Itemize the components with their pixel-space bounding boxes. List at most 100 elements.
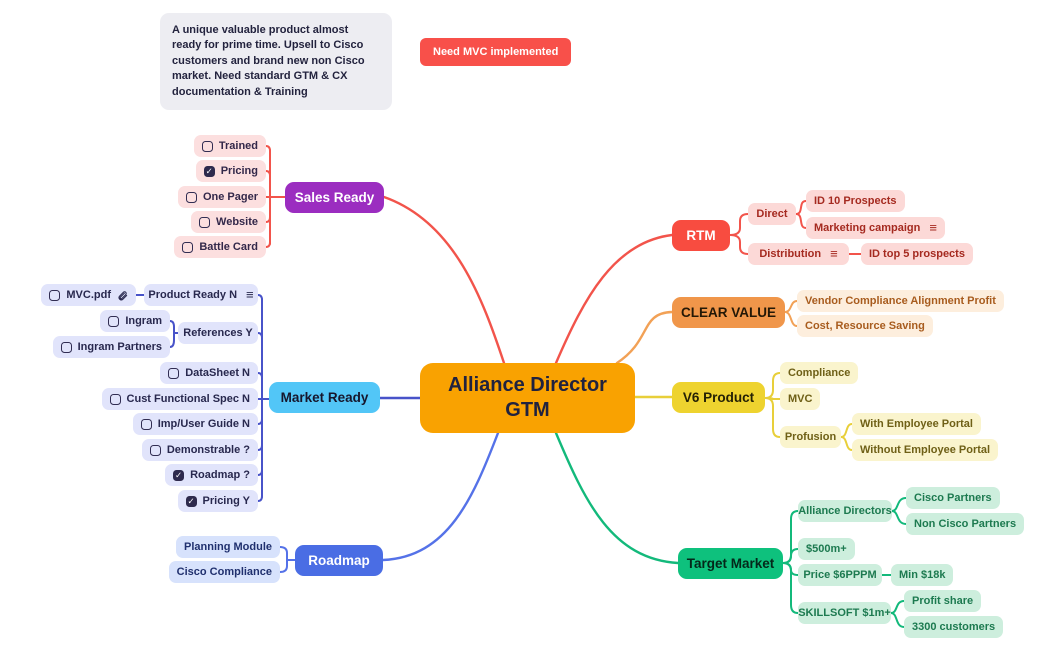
branch-roadmap[interactable]: Roadmap: [295, 545, 383, 576]
central-topic[interactable]: Alliance Director GTM: [420, 363, 635, 433]
checkbox-icon[interactable]: [109, 393, 121, 405]
edges-green: [554, 431, 907, 628]
node-label: Profusion: [784, 431, 837, 443]
node-label: References Y: [183, 327, 253, 339]
node-id-top-5-prospects[interactable]: ID top 5 prospects: [861, 243, 973, 265]
node-without-employee-portal[interactable]: Without Employee Portal: [852, 439, 999, 461]
node-skillsoft-1m[interactable]: SKILLSOFT $1m+: [798, 602, 891, 624]
notes-icon: [246, 288, 254, 302]
node-marketing-campaign[interactable]: Marketing campaign: [806, 217, 945, 239]
node-label: Compliance: [788, 367, 851, 379]
node-label: Planning Module: [184, 541, 272, 553]
node-datasheet[interactable]: DataSheet N: [160, 362, 258, 384]
node-label: Target Market: [686, 556, 775, 571]
node-alliance-directors[interactable]: Alliance Directors: [798, 500, 892, 522]
node-profusion[interactable]: Profusion: [780, 426, 841, 448]
checkbox-icon[interactable]: [49, 289, 61, 301]
node-label: Demonstrable ?: [166, 444, 250, 456]
node-label: Ingram: [125, 315, 162, 327]
node-label: Website: [216, 216, 258, 228]
summary-note[interactable]: A unique valuable product almost ready f…: [160, 13, 392, 110]
node-label: MVC.pdf: [66, 289, 111, 301]
node-product-ready[interactable]: Product Ready N: [144, 284, 258, 306]
attachment-icon: [117, 290, 128, 301]
node-demonstrable[interactable]: Demonstrable ?: [141, 439, 258, 461]
node-battle-card[interactable]: Battle Card: [174, 236, 266, 258]
node-label: Roadmap ?: [190, 469, 250, 481]
notes-icon: [830, 247, 838, 261]
notes-icon: [929, 221, 937, 235]
node-non-cisco-partners[interactable]: Non Cisco Partners: [906, 513, 1025, 535]
branch-clear-value[interactable]: CLEAR VALUE: [672, 297, 785, 328]
node-ingram[interactable]: Ingram: [100, 310, 170, 332]
node-price-6pppm[interactable]: Price $6PPPM: [798, 564, 882, 586]
branch-sales-ready[interactable]: Sales Ready: [285, 182, 384, 213]
node-label: Cust Functional Spec N: [126, 393, 250, 405]
node-label: Market Ready: [280, 390, 369, 405]
checked-checkbox-icon[interactable]: [185, 495, 197, 507]
checked-checkbox-icon[interactable]: [203, 165, 215, 177]
branch-target-market[interactable]: Target Market: [678, 548, 783, 579]
node-compliance[interactable]: Compliance: [780, 362, 859, 384]
branch-v6-product[interactable]: V6 Product: [672, 382, 765, 413]
node-label: V6 Product: [682, 390, 755, 405]
checked-checkbox-icon[interactable]: [173, 469, 185, 481]
node-cust-functional-spec[interactable]: Cust Functional Spec N: [101, 388, 258, 410]
node-mvc-pdf[interactable]: MVC.pdf: [41, 284, 136, 306]
node-one-pager[interactable]: One Pager: [177, 186, 266, 208]
branch-market-ready[interactable]: Market Ready: [269, 382, 380, 413]
node-3300-customers[interactable]: 3300 customers: [904, 616, 1004, 638]
node-label: Marketing campaign: [814, 222, 921, 234]
node-cost-resource-saving[interactable]: Cost, Resource Saving: [797, 315, 933, 337]
node-label: Cost, Resource Saving: [805, 320, 925, 332]
checkbox-icon[interactable]: [108, 315, 120, 327]
node-pricing-y[interactable]: Pricing Y: [177, 490, 258, 512]
node-mvc[interactable]: MVC: [780, 388, 821, 410]
node-label: Non Cisco Partners: [914, 518, 1017, 530]
node-profit-share[interactable]: Profit share: [904, 590, 982, 612]
node-trained[interactable]: Trained: [193, 135, 266, 157]
checkbox-icon[interactable]: [168, 367, 180, 379]
node-500m[interactable]: $500m+: [798, 538, 855, 560]
node-label: 3300 customers: [912, 621, 996, 633]
node-label: Cisco Partners: [914, 492, 992, 504]
node-label: One Pager: [202, 191, 258, 203]
node-cisco-partners[interactable]: Cisco Partners: [906, 487, 1000, 509]
node-roadmap-question[interactable]: Roadmap ?: [165, 464, 258, 486]
node-distribution[interactable]: Distribution: [748, 243, 849, 265]
node-with-employee-portal[interactable]: With Employee Portal: [852, 413, 981, 435]
node-label: MVC: [788, 393, 813, 405]
node-label: Pricing Y: [202, 495, 250, 507]
node-pricing[interactable]: Pricing: [195, 160, 266, 182]
node-label: Alliance Directors: [798, 505, 892, 517]
node-ingram-partners[interactable]: Ingram Partners: [52, 336, 170, 358]
checkbox-icon[interactable]: [199, 216, 211, 228]
node-label: ID top 5 prospects: [869, 248, 965, 260]
checkbox-icon[interactable]: [185, 191, 197, 203]
checkbox-icon[interactable]: [140, 418, 152, 430]
node-references[interactable]: References Y: [178, 322, 258, 344]
checkbox-icon[interactable]: [201, 140, 213, 152]
node-planning-module[interactable]: Planning Module: [176, 536, 280, 558]
alert-note[interactable]: Need MVC implemented: [420, 38, 572, 66]
node-min-18k[interactable]: Min $18k: [891, 564, 954, 586]
node-label: DataSheet N: [185, 367, 250, 379]
node-label: ID 10 Prospects: [814, 195, 897, 207]
checkbox-icon[interactable]: [182, 241, 194, 253]
branch-rtm[interactable]: RTM: [672, 220, 730, 251]
node-vendor-compliance[interactable]: Vendor Compliance Alignment Profit: [797, 290, 1004, 312]
checkbox-icon[interactable]: [149, 444, 161, 456]
checkbox-icon[interactable]: [60, 341, 72, 353]
node-label: $500m+: [806, 543, 847, 555]
node-label: Direct: [756, 208, 788, 220]
node-direct[interactable]: Direct: [748, 203, 796, 225]
node-id-10-prospects[interactable]: ID 10 Prospects: [806, 190, 905, 212]
node-cisco-compliance[interactable]: Cisco Compliance: [168, 561, 280, 583]
node-label: Product Ready N: [148, 289, 238, 301]
node-label: Price $6PPPM: [803, 569, 877, 581]
node-imp-user-guide[interactable]: Imp/User Guide N: [132, 413, 258, 435]
node-label: Pricing: [220, 165, 258, 177]
node-website[interactable]: Website: [191, 211, 266, 233]
node-label: Min $18k: [899, 569, 946, 581]
